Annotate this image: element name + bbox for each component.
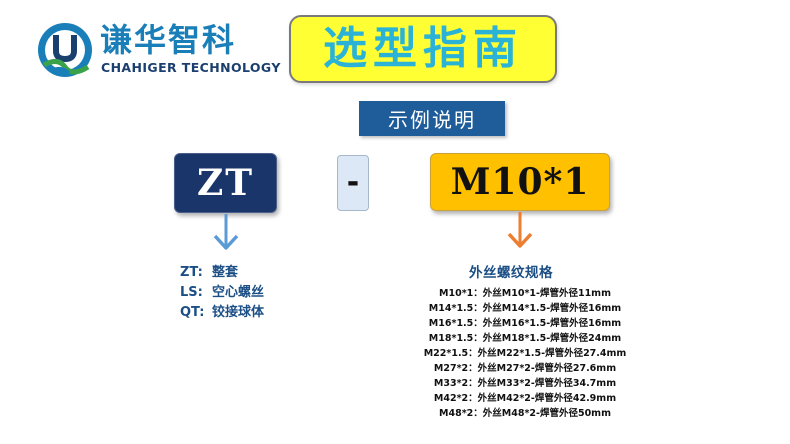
- code-prefix: ZT: [196, 162, 255, 204]
- spec-item: M14*1.5：外丝M14*1.5-焊管外径16mm: [428, 303, 622, 314]
- spec-item: M16*1.5：外丝M16*1.5-焊管外径16mm: [428, 318, 622, 329]
- spec-heading: 外丝螺纹规格: [469, 265, 553, 281]
- legend-desc: 空心螺丝: [212, 285, 265, 300]
- example-label: 示例说明: [388, 108, 476, 132]
- brand-name-cn: 谦华智科: [100, 21, 237, 59]
- brand-name-en: CHAHIGER TECHNOLOGY: [101, 60, 281, 75]
- page-title: 选型指南: [323, 23, 523, 74]
- title-banner: 选型指南: [289, 15, 557, 83]
- spec-list: M10*1：外丝M10*1-焊管外径11mm M14*1.5：外丝M14*1.5…: [400, 286, 650, 421]
- legend-item: ZT: 整套: [180, 263, 264, 283]
- code-suffix: M10*1: [450, 161, 590, 203]
- code-suffix-box: M10*1: [430, 153, 610, 211]
- spec-item: M27*2：外丝M27*2-焊管外径27.6mm: [433, 363, 617, 374]
- example-label-box: 示例说明: [359, 101, 505, 136]
- code-separator-box: -: [337, 155, 369, 211]
- legend-item: LS: 空心螺丝: [180, 283, 264, 303]
- legend-code: QT:: [180, 305, 205, 320]
- arrow-down-icon: [507, 212, 533, 248]
- brand-logo-icon: [38, 23, 92, 77]
- legend-code: ZT:: [180, 265, 203, 280]
- spec-item: M48*2：外丝M48*2-焊管外径50mm: [439, 408, 611, 419]
- legend-desc: 整套: [212, 265, 239, 280]
- code-separator: -: [346, 165, 360, 200]
- spec-item: M33*2：外丝M33*2-焊管外径34.7mm: [433, 378, 617, 389]
- prefix-legend: ZT: 整套 LS: 空心螺丝 QT: 铰接球体: [180, 263, 264, 323]
- legend-code: LS:: [180, 285, 203, 300]
- spec-item: M22*1.5：外丝M22*1.5-焊管外径27.4mm: [423, 348, 627, 359]
- legend-item: QT: 铰接球体: [180, 303, 264, 323]
- arrow-down-icon: [213, 214, 239, 250]
- spec-item: M42*2：外丝M42*2-焊管外径42.9mm: [433, 393, 617, 404]
- legend-desc: 铰接球体: [212, 305, 265, 320]
- spec-item: M18*1.5：外丝M18*1.5-焊管外径24mm: [428, 333, 622, 344]
- spec-item: M10*1：外丝M10*1-焊管外径11mm: [439, 288, 611, 299]
- code-prefix-box: ZT: [174, 153, 277, 213]
